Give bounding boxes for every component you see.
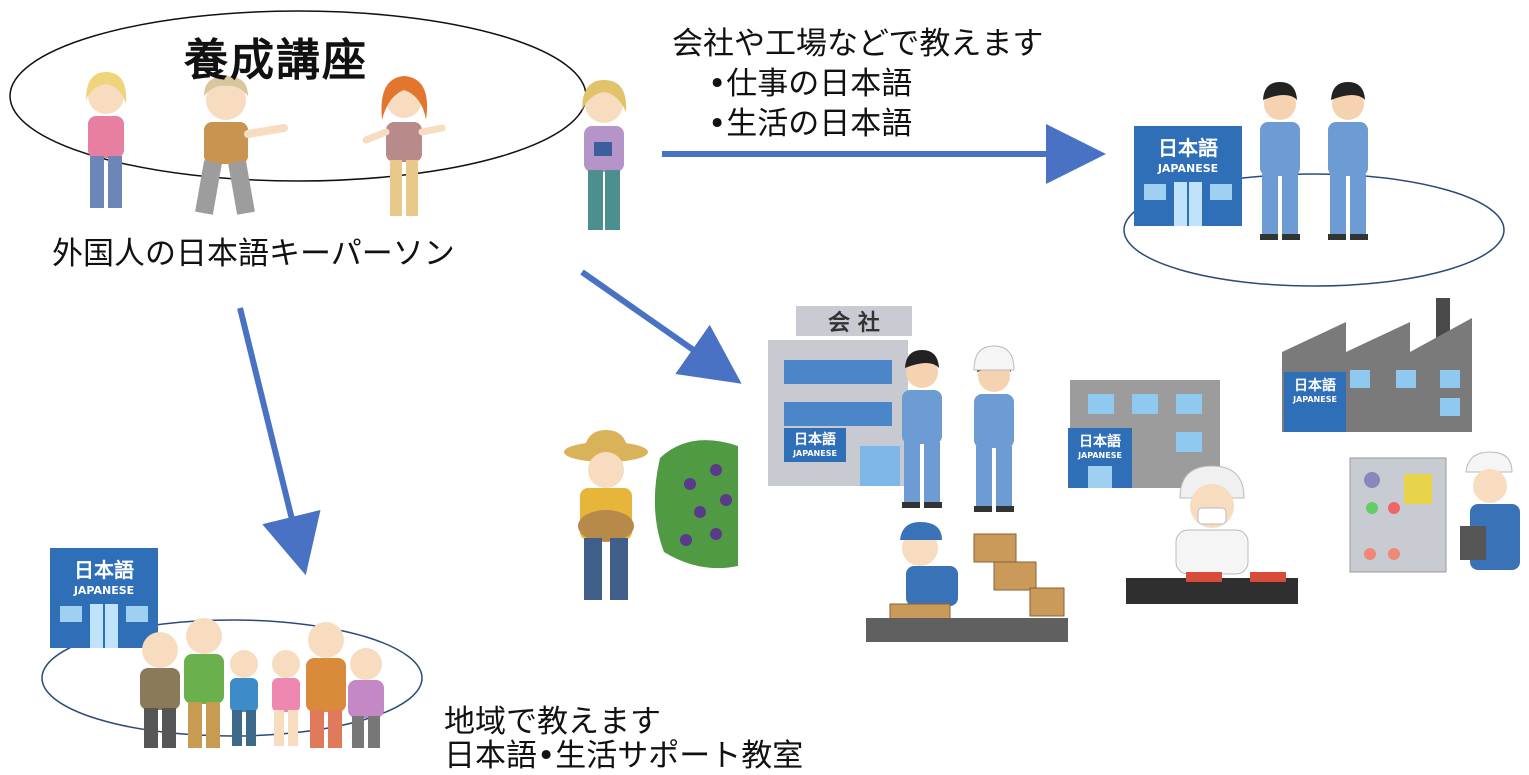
svg-text:JAPANESE: JAPANESE [1292,395,1337,404]
workplace-ellipse [1123,173,1505,287]
food-factory-worker-icon [1126,465,1298,604]
farmer-icon [564,430,648,600]
training-course-title: 養成講座 [184,35,368,86]
svg-text:日本語: 日本語 [1158,136,1218,160]
uniform-worker-woman-icon [1328,82,1368,240]
svg-text:JAPANESE: JAPANESE [1157,162,1218,175]
japanese-school-building-icon: 日本語 JAPANESE [1133,125,1243,227]
control-panel-operator-icon [1349,451,1520,573]
svg-text:JAPANESE: JAPANESE [73,584,134,597]
community-classroom-label: 日本語•生活サポート教室 [444,738,804,774]
workplace-bullet-work-japanese: •仕事の日本語 [708,66,913,102]
factory-icon: 日本語 JAPANESE [1282,298,1472,432]
arrow-to-community [237,307,321,576]
trainee-man-icon [195,76,288,215]
office-building-icon: 日本語 JAPANESE [1068,380,1220,488]
worker-cap-icon [902,350,942,508]
svg-text:日本語: 日本語 [1294,377,1336,394]
svg-text:JAPANESE: JAPANESE [1077,451,1122,460]
arrow-to-companies [580,269,742,384]
grape-vine-icon [654,440,738,569]
community-family-icon [140,618,384,748]
svg-text:会 社: 会 社 [828,310,880,336]
workplace-bullet-life-japanese: •生活の日本語 [708,106,913,142]
svg-text:JAPANESE: JAPANESE [792,449,837,458]
worker-helmet-icon [973,345,1015,512]
community-heading: 地域で教えます [444,704,661,740]
trainee-redhead-icon [362,76,446,216]
svg-text:日本語: 日本語 [1079,433,1121,450]
community-school-building-icon: 日本語 JAPANESE [49,547,159,649]
svg-text:日本語: 日本語 [794,431,836,448]
key-person-caption: 外国人の日本語キーパーソン [52,236,455,272]
workplace-heading: 会社や工場などで教えます [672,26,1044,62]
trainee-woman-icon [86,72,127,208]
company-building-icon: 会 社 日本語 JAPANESE [768,306,912,486]
warehouse-worker-icon [866,522,1068,642]
key-person-icon [582,80,627,230]
svg-text:日本語: 日本語 [74,558,134,582]
uniform-worker-man-icon [1260,82,1300,240]
